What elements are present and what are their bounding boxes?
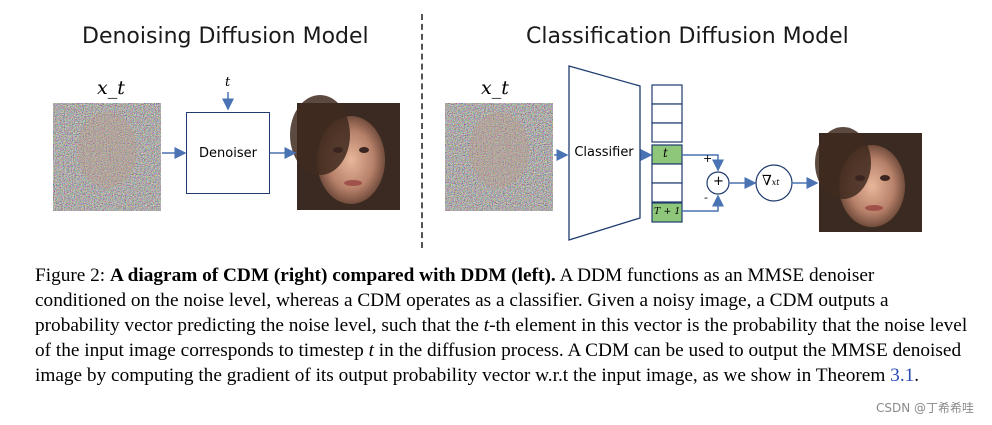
noisy-image-right xyxy=(445,103,553,211)
clean-face-right xyxy=(815,127,922,232)
gradient-symbol: ∇xt xyxy=(762,173,780,189)
left-input-label: x_t xyxy=(97,77,125,99)
plus-sign: + xyxy=(703,152,713,165)
theorem-reference-link[interactable]: 3.1 xyxy=(890,365,915,386)
ddm-title: Denoising Diffusion Model xyxy=(82,24,369,49)
classifier-shape xyxy=(568,65,641,241)
denoiser-label: Denoiser xyxy=(199,145,257,161)
watermark: CSDN @丁希希哇 xyxy=(875,401,974,415)
clean-face-left xyxy=(290,95,400,210)
minus-sign: - xyxy=(704,191,708,204)
noisy-image-left xyxy=(53,103,161,211)
diagram-connectors xyxy=(53,65,922,241)
cdm-title: Classification Diffusion Model xyxy=(526,24,849,49)
probability-vector xyxy=(651,84,683,223)
vector-cell-t1-label: T + 1 xyxy=(654,206,681,217)
denoiser-box: Denoiser xyxy=(186,112,270,194)
timestep-label: t xyxy=(225,75,231,90)
dashed-divider xyxy=(421,14,423,248)
sum-symbol: + xyxy=(713,174,724,189)
classifier-label: Classifier xyxy=(574,145,634,160)
figure-caption: Figure 2: A diagram of CDM (right) compa… xyxy=(35,265,968,386)
vector-cell-t-label: t xyxy=(663,146,668,160)
right-input-label: x_t xyxy=(481,77,509,99)
